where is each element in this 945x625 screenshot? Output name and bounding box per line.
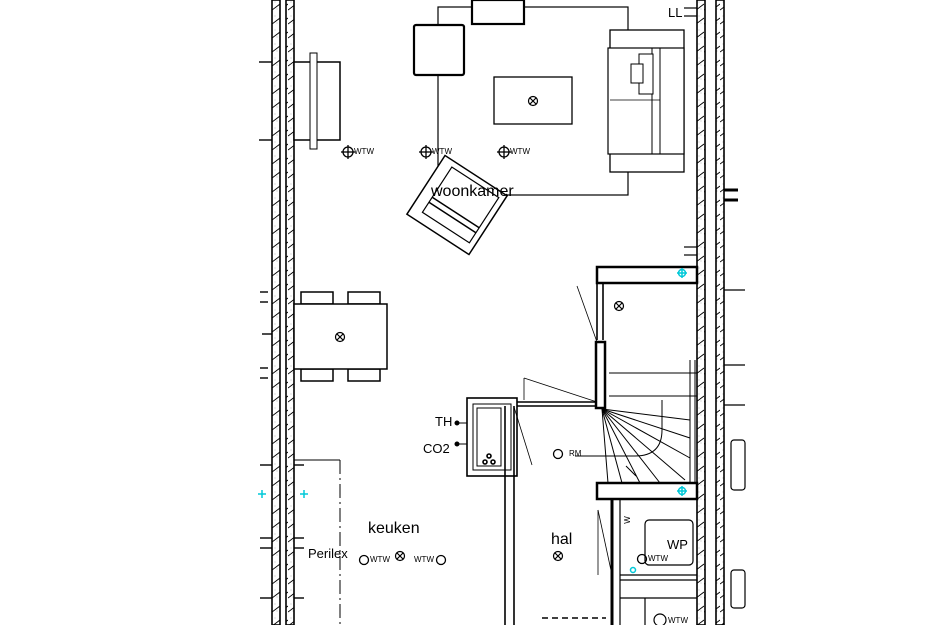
wp-label: WP — [667, 537, 688, 552]
tv-cabinet — [293, 52, 341, 150]
rm-label: RM — [569, 449, 582, 458]
right-exterior-wall — [696, 0, 725, 625]
kitchen-counter-line — [294, 459, 341, 625]
technical-cupboard — [466, 377, 598, 625]
stair-hall-walls — [576, 265, 699, 625]
room-label-woonkamer: woonkamer — [431, 183, 514, 200]
wtw-label-6: WTW — [648, 554, 668, 563]
w-label: W — [622, 516, 632, 524]
wp-room — [620, 519, 697, 625]
wtw-label-7: WTW — [668, 616, 688, 625]
room-label-hal: hal — [551, 531, 573, 548]
th-label: TH — [435, 414, 453, 429]
living-room-furniture — [405, 0, 685, 256]
right-side-details — [684, 7, 746, 609]
staircase — [575, 360, 697, 484]
left-exterior-wall — [271, 0, 295, 625]
perilex-label: Perilex — [308, 546, 348, 561]
ll-label: LL — [668, 5, 683, 20]
wtw-label-1: WTW — [354, 147, 374, 156]
accent-markers — [258, 268, 687, 574]
wtw-label-5: WTW — [414, 555, 434, 564]
th-co2-sensors — [454, 420, 467, 447]
co2-label: CO2 — [423, 441, 450, 456]
wall-brackets-left — [259, 61, 304, 599]
room-label-keuken: keuken — [368, 520, 420, 537]
wtw-vents — [341, 145, 648, 566]
wtw-label-2: WTW — [432, 147, 452, 156]
wtw-label-3: WTW — [510, 147, 530, 156]
wtw-label-4: WTW — [370, 555, 390, 564]
